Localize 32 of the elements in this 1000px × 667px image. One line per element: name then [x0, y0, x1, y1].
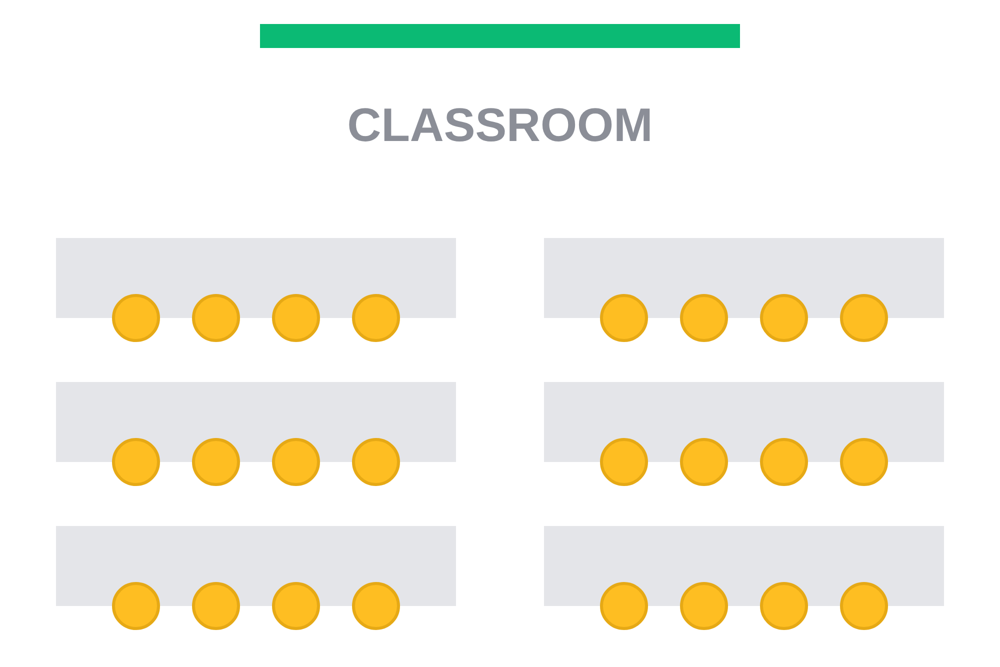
seat [840, 294, 888, 342]
seat [680, 294, 728, 342]
seat [600, 582, 648, 630]
seat [192, 294, 240, 342]
title: CLASSROOM [347, 97, 653, 153]
seat [352, 294, 400, 342]
seat [272, 582, 320, 630]
seat [272, 438, 320, 486]
table [56, 238, 456, 318]
seat [112, 294, 160, 342]
table [544, 526, 944, 606]
seat [680, 438, 728, 486]
board-bar [260, 24, 740, 48]
seat [192, 582, 240, 630]
seat [760, 582, 808, 630]
seat [272, 294, 320, 342]
table [544, 238, 944, 318]
table [56, 526, 456, 606]
table [544, 382, 944, 462]
seat [840, 438, 888, 486]
seat [600, 294, 648, 342]
seat [192, 438, 240, 486]
seat [840, 582, 888, 630]
seat [352, 438, 400, 486]
seat [112, 438, 160, 486]
seat [352, 582, 400, 630]
seat [760, 294, 808, 342]
seat [600, 438, 648, 486]
seat [680, 582, 728, 630]
seat [112, 582, 160, 630]
seat [760, 438, 808, 486]
table [56, 382, 456, 462]
